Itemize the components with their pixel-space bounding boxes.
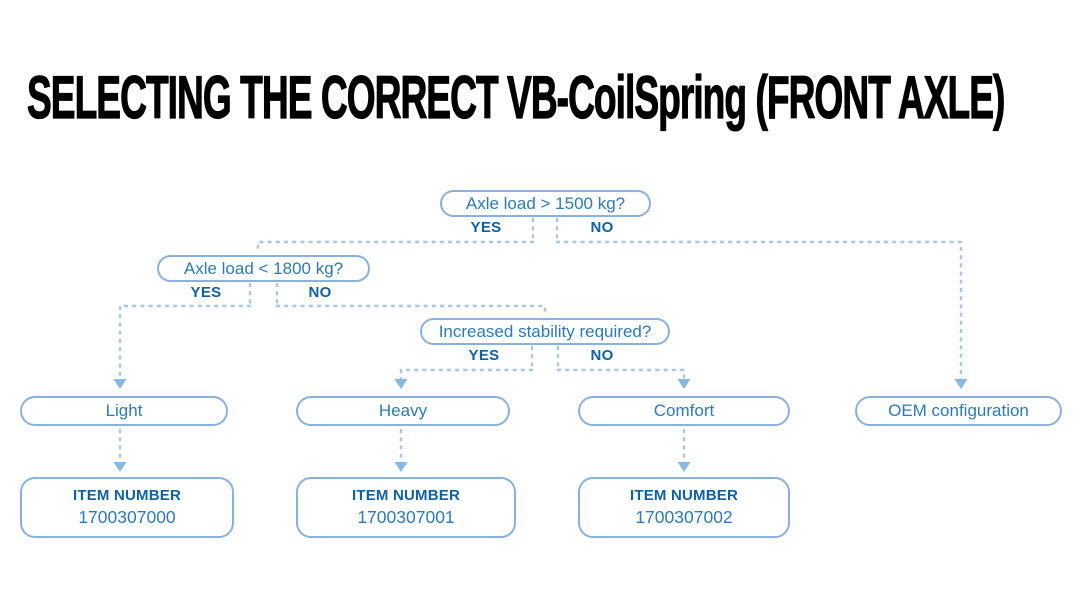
decision-3-no-label: NO bbox=[590, 347, 614, 364]
item-2-label: ITEM NUMBER bbox=[351, 487, 461, 504]
decision-2-no-label: NO bbox=[308, 284, 332, 301]
arrowhead-light bbox=[113, 379, 127, 389]
decision-1-yes-label: YES bbox=[470, 219, 502, 236]
item-1-label: ITEM NUMBER bbox=[72, 487, 182, 504]
page-title: SELECTING THE CORRECT VB-CoilSpring (FRO… bbox=[27, 63, 1006, 132]
arrowhead-item-1 bbox=[113, 462, 127, 472]
outcome-light: Light bbox=[20, 396, 228, 426]
decision-stability: Increased stability required? bbox=[420, 318, 670, 345]
arrowhead-oem bbox=[954, 379, 968, 389]
item-box-2: ITEM NUMBER 1700307001 bbox=[296, 477, 516, 538]
outcome-heavy: Heavy bbox=[296, 396, 510, 426]
item-1-number: 1700307000 bbox=[78, 507, 176, 527]
arrowhead-item-3 bbox=[677, 462, 691, 472]
item-3-number: 1700307002 bbox=[635, 507, 733, 527]
item-box-1: ITEM NUMBER 1700307000 bbox=[20, 477, 234, 538]
outcome-comfort: Comfort bbox=[578, 396, 790, 426]
connector-d3-yes-branch bbox=[399, 368, 533, 379]
item-3-label: ITEM NUMBER bbox=[629, 487, 739, 504]
decision-1-no-label: NO bbox=[590, 219, 614, 236]
connector-d1-yes-branch bbox=[256, 240, 534, 253]
item-2-number: 1700307001 bbox=[357, 507, 455, 527]
outcome-oem-configuration: OEM configuration bbox=[855, 396, 1062, 426]
arrowhead-heavy bbox=[394, 379, 408, 389]
arrowhead-item-2 bbox=[394, 462, 408, 472]
connector-d2-yes-branch bbox=[118, 304, 251, 379]
decision-axle-load-1800: Axle load < 1800 kg? bbox=[157, 255, 370, 282]
connector-d3-no-branch bbox=[557, 368, 686, 379]
item-box-3: ITEM NUMBER 1700307002 bbox=[578, 477, 790, 538]
decision-3-yes-label: YES bbox=[468, 347, 500, 364]
decision-2-yes-label: YES bbox=[190, 284, 222, 301]
decision-axle-load-1500: Axle load > 1500 kg? bbox=[440, 190, 651, 217]
arrowhead-comfort bbox=[677, 379, 691, 389]
connector-d2-no-branch bbox=[276, 304, 547, 316]
